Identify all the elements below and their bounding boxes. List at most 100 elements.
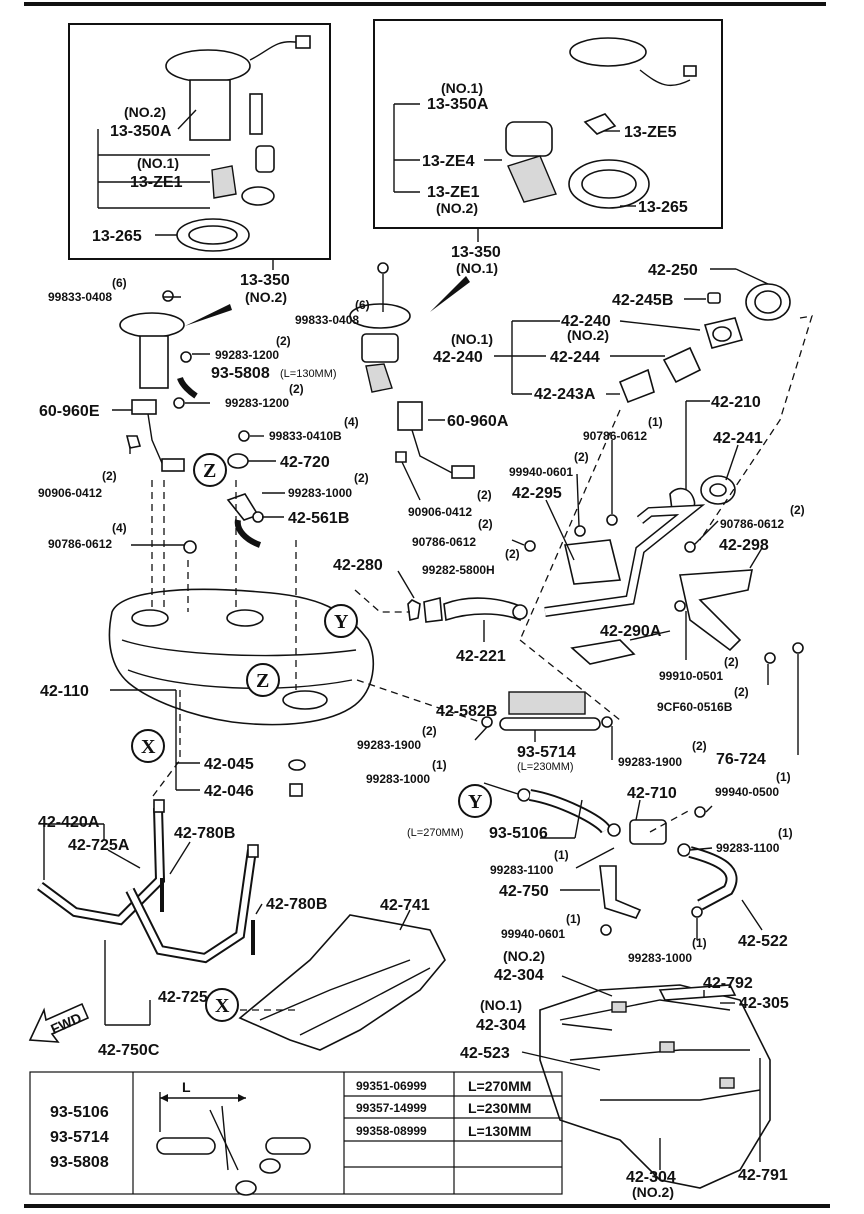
- filler-76-724-label: 76-724: [716, 751, 766, 768]
- vent-qty2l-label: (2): [422, 724, 437, 738]
- left-qty4b-label: (4): [112, 521, 127, 535]
- lower-qty1f-label: (1): [566, 912, 581, 926]
- center-pump-body-shape: [361, 333, 399, 363]
- left-pump-flange-shape: [119, 312, 185, 338]
- left-hose-len-label: (L=130MM): [280, 368, 337, 380]
- lower-qty1g-label: (1): [692, 936, 707, 950]
- tank-42-045-label: 42-045: [204, 756, 254, 773]
- filler-hose-shape: [443, 597, 521, 622]
- center-qty2g-label: (2): [505, 547, 520, 561]
- left-bolt2-label: 99833-0410B: [269, 429, 342, 443]
- inset1-no1-label: (NO.1): [137, 155, 179, 171]
- dim-l-label: L: [182, 1079, 191, 1095]
- lower-bolt-label: 99940-0601: [501, 927, 565, 941]
- left-clampA-label: 99283-1200: [215, 348, 279, 362]
- inset2-no1-label: (NO.1): [441, 80, 483, 96]
- pump-body-shape: [189, 79, 231, 141]
- filler-qty2k-label: (2): [734, 685, 749, 699]
- vent-hose-group: 42-582B (2) 99283-1900 93-5714 (L=230MM)…: [356, 639, 707, 773]
- left-qty4a-label: (4): [344, 415, 359, 429]
- filler-hose-group: [397, 570, 528, 642]
- vent-42-582b-label: 42-582B: [436, 703, 497, 720]
- shield-42-741-label: 42-741: [380, 897, 430, 914]
- pump-no2-sub-label: (NO.2): [245, 289, 287, 305]
- filler-bolt3-label: 90786-0612: [720, 517, 784, 531]
- left-clampC-label: 99283-1000: [288, 486, 352, 500]
- lower-clampC-label: 99283-1100: [490, 863, 554, 877]
- shield-no1-label: (NO.1): [480, 997, 522, 1013]
- lower-qty1e-label: (1): [554, 848, 569, 862]
- lower-42-522-label: 42-522: [738, 933, 788, 950]
- vent-qty2m-label: (2): [692, 739, 707, 753]
- fuel-tank-group: 42-110 42-045 42-046: [40, 480, 410, 801]
- lower-qty1c-label: (1): [776, 770, 791, 784]
- straps-group: 42-420A 42-725A 42-780B 42-780B 42-725A …: [37, 799, 327, 1059]
- shield-no2-label: (NO.2): [503, 948, 545, 964]
- left-42-561b-label: 42-561B: [288, 510, 349, 527]
- vent-hose-shape: [499, 717, 601, 731]
- pump-no1-part-label: 13-350: [451, 244, 501, 261]
- marker-y-lower: Y: [458, 784, 492, 818]
- lower-nut-label: 99940-0500: [715, 785, 779, 799]
- svg-text:X: X: [215, 995, 230, 1017]
- strap-42-725a-top-label: 42-725A: [68, 837, 130, 854]
- table-row2-part: 99357-14999: [356, 1101, 427, 1115]
- filler-42-290a-label: 42-290A: [600, 623, 662, 640]
- table-row3-part: 99358-08999: [356, 1124, 427, 1138]
- filler-qty2h-label: (2): [574, 450, 589, 464]
- center-pump-group: (6) 99833-0408 60-960A (2) 90906-0412 (2…: [295, 262, 536, 665]
- center-42-221-label: 42-221: [456, 648, 506, 665]
- left-hose-label: 93-5808: [211, 365, 270, 382]
- filler-9cf60-label: 9CF60-0516B: [657, 700, 733, 714]
- shield-42-305-label: 42-305: [739, 995, 789, 1012]
- shield-42-304bot-label: 42-304: [626, 1169, 676, 1186]
- pump-flange-shape: [165, 49, 251, 83]
- lower-42-710-label: 42-710: [627, 785, 677, 802]
- under-shield-shape: [238, 914, 446, 1051]
- marker-y-tank: Y: [324, 604, 358, 638]
- insulator-shape: [539, 984, 771, 1189]
- left-qty6-label: (6): [112, 276, 127, 290]
- lower-qty1d-label: (1): [778, 826, 793, 840]
- strap-42-420a-label: 42-420A: [38, 814, 100, 831]
- filler-99910-label: 99910-0501: [659, 669, 723, 683]
- filler-42-240top-label: 42-240: [561, 313, 611, 330]
- lower-qty1b-label: (1): [432, 758, 447, 772]
- svg-text:Z: Z: [203, 460, 216, 482]
- center-bolt-label: 99833-0408: [295, 313, 359, 327]
- inset2-no2-label: (NO.2): [436, 200, 478, 216]
- filler-bracket-shape: [679, 569, 753, 652]
- center-qty2f-label: (2): [478, 517, 493, 531]
- table-row1-part: 99351-06999: [356, 1079, 427, 1093]
- under-shield-group: 42-741: [238, 897, 446, 1051]
- filler-42-295-label: 42-295: [512, 485, 562, 502]
- filler-42-298-label: 42-298: [719, 537, 769, 554]
- insulator-group: (NO.2) 42-304 42-792 42-305 (NO.1) 42-30…: [460, 948, 789, 1200]
- tank-42-110-label: 42-110: [40, 683, 89, 700]
- center-sender-label: 60-960A: [447, 413, 509, 430]
- table-part-3: 93-5808: [50, 1154, 109, 1171]
- filler-bolt2-label: 99940-0601: [509, 465, 573, 479]
- inset2-13-350a-label: 13-350A: [427, 96, 489, 113]
- lower-hoses-group: (1) 99283-1000 (L=270MM) 93-5106 42-710 …: [366, 758, 793, 965]
- left-sender-label: 60-960E: [39, 403, 100, 420]
- svg-text:X: X: [141, 736, 156, 758]
- marker-z-upper: Z: [193, 453, 227, 487]
- left-qty2b-label: (2): [289, 382, 304, 396]
- pump-no2-pointer: [185, 304, 232, 326]
- strap-42-780b-top-label: 42-780B: [174, 825, 235, 842]
- hose-cut-illustration: L: [156, 1079, 311, 1196]
- vent-hose-len-label: (L=230MM): [517, 761, 574, 773]
- table-row2-len: L=230MM: [468, 1100, 531, 1116]
- filler-no2-label: (NO.2): [567, 327, 609, 343]
- lower-clampD-label: 99283-1000: [628, 951, 692, 965]
- filler-cap-group: 42-250 42-245B 42-240 (NO.2) (NO.1) 42-2…: [433, 262, 805, 768]
- inset1-13-350a-label: 13-350A: [110, 123, 172, 140]
- filler-42-240-label: 42-240: [433, 349, 483, 366]
- marker-z-tank: Z: [246, 663, 280, 697]
- shield-42-304mid-label: 42-304: [476, 1017, 526, 1034]
- lower-hose-label: 93-5106: [489, 825, 548, 842]
- left-qty2a-label: (2): [276, 334, 291, 348]
- fwd-arrow: FWD: [28, 1002, 90, 1043]
- left-bolt-label: 99833-0408: [48, 290, 112, 304]
